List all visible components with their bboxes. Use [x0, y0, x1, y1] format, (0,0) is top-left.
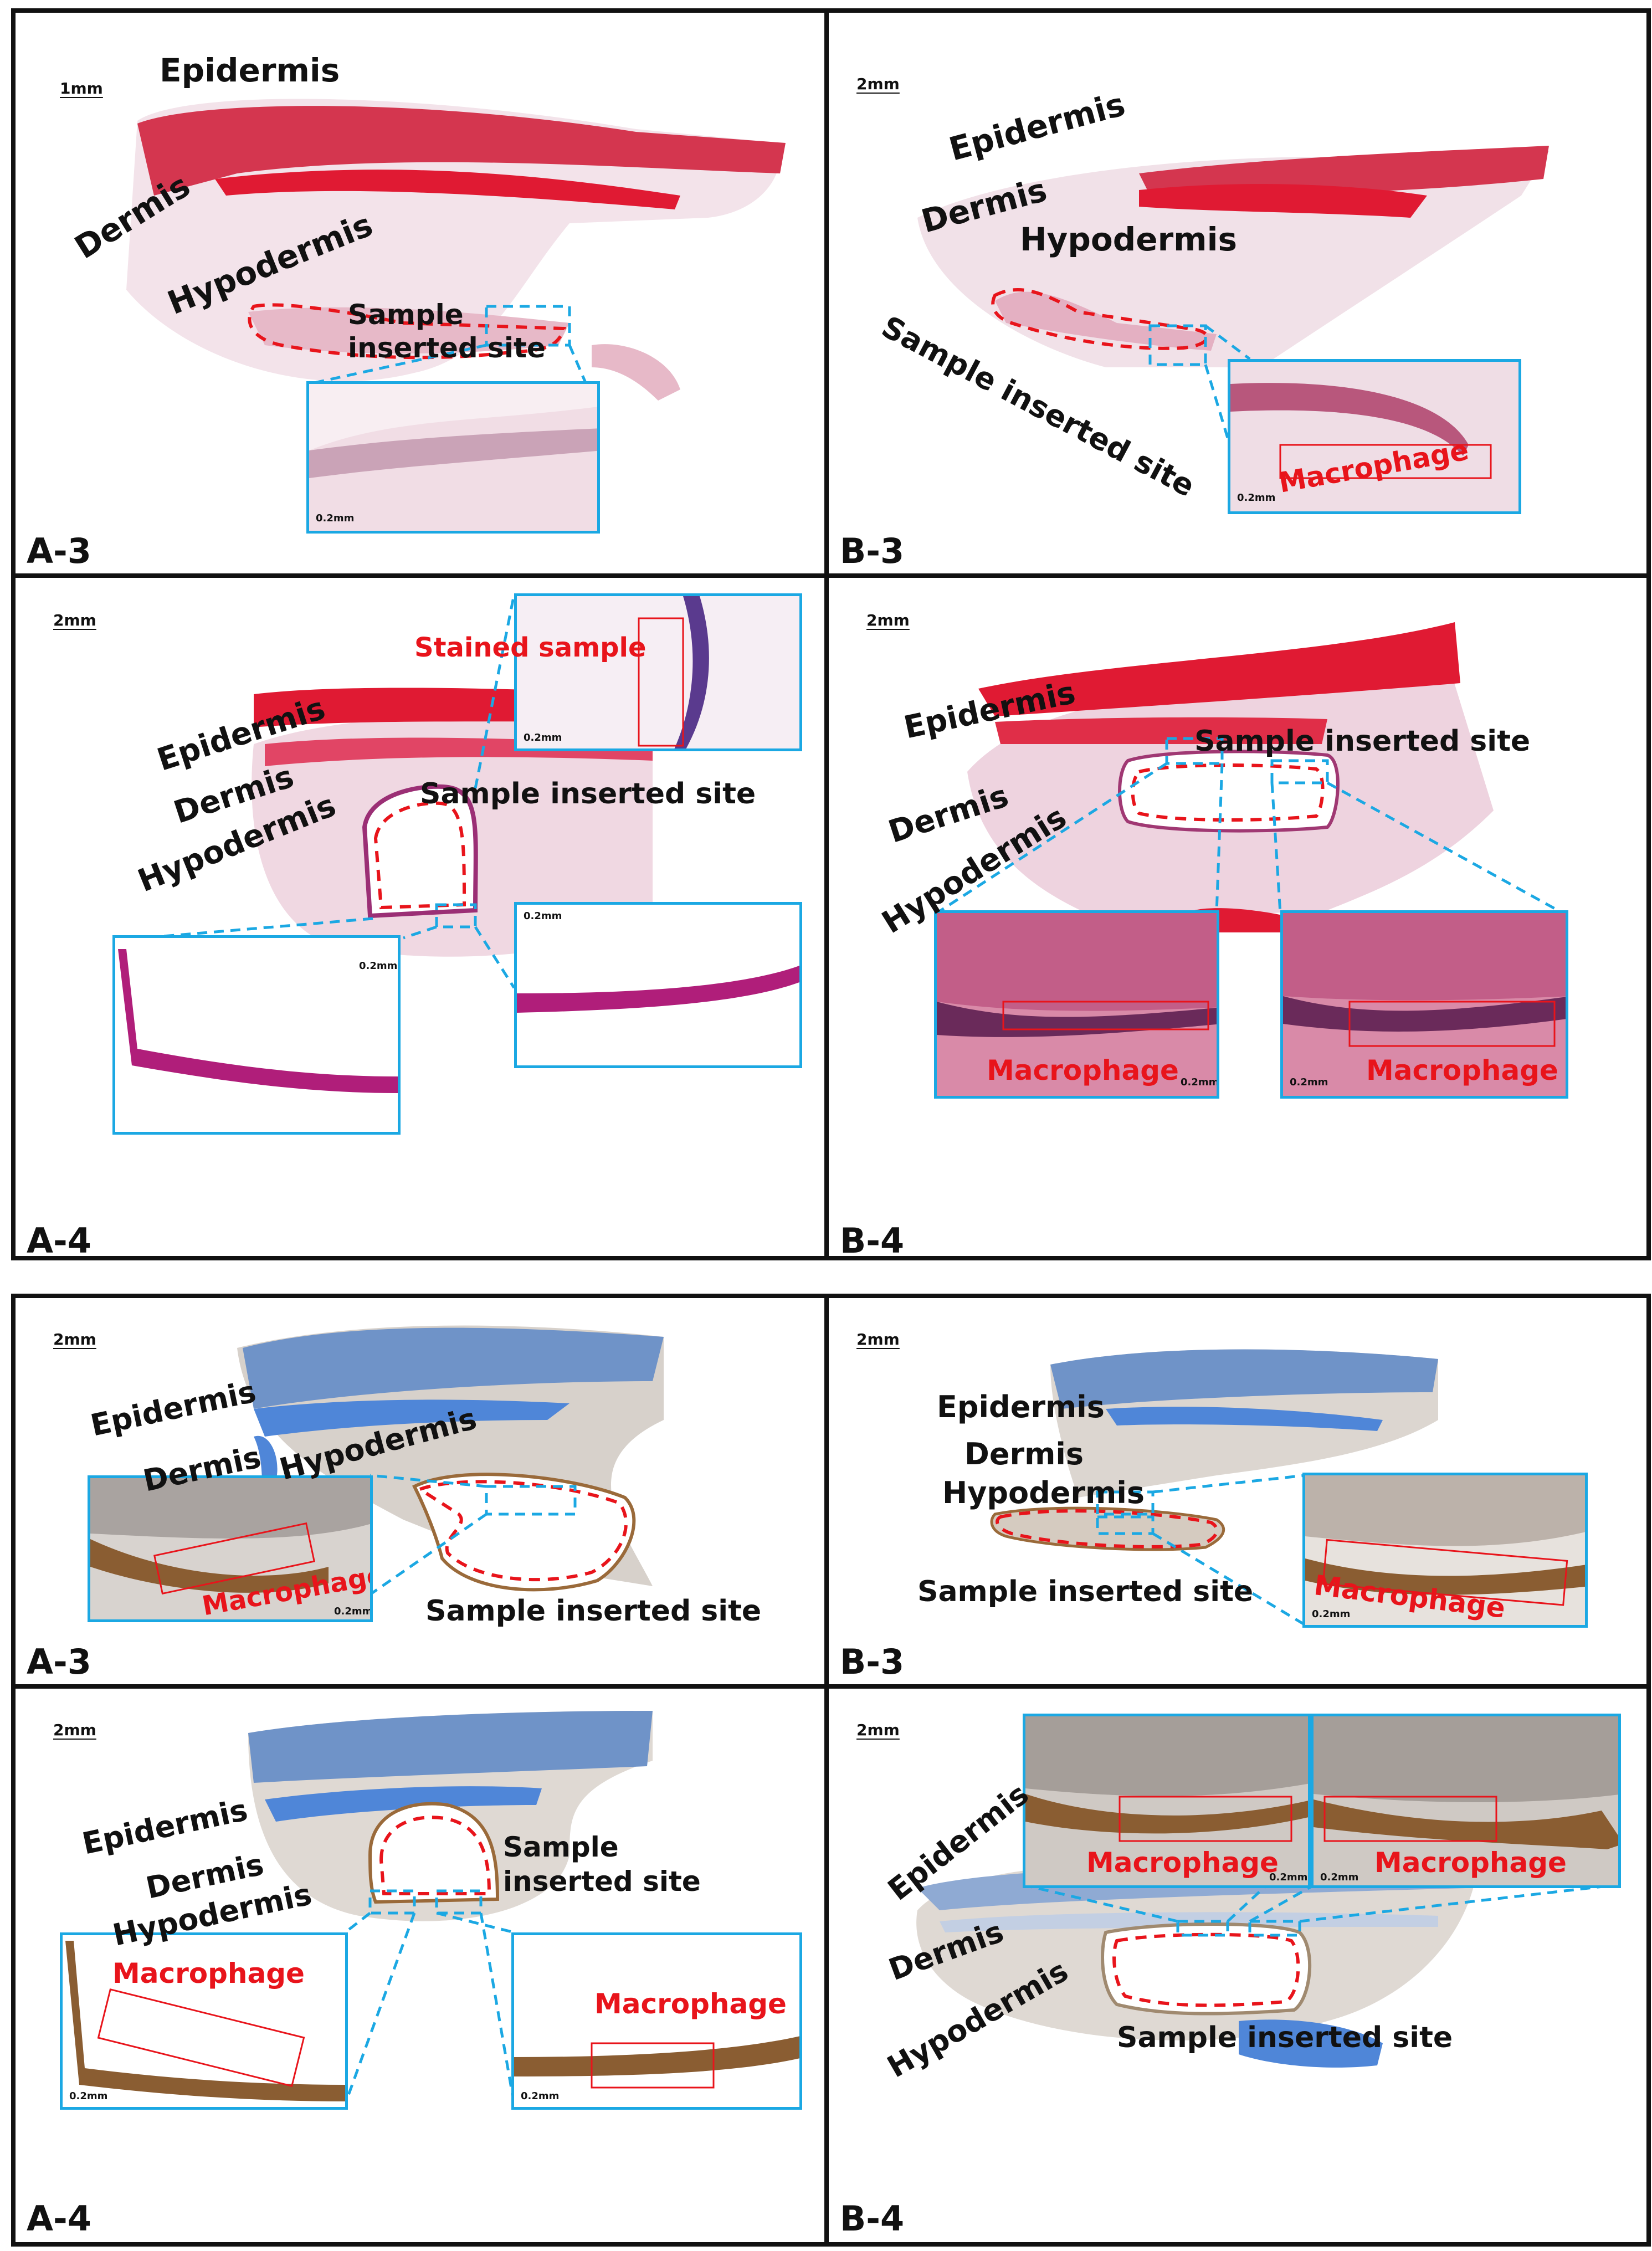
label-sample-site: Sample inserted site [348, 299, 546, 364]
inset-he-b4-right: Macrophage 0.2mm [1280, 910, 1568, 1099]
scale-bar: 2mm [53, 1330, 96, 1348]
divider-ihc-h [11, 1684, 1651, 1689]
inset-ihc-b4-right: Macrophage 0.2mm [1311, 1714, 1621, 1888]
label-sample-site: Sample inserted site [503, 1831, 701, 1898]
scale-inset: 0.2mm [1290, 1076, 1328, 1088]
inset-he-a3: 0.2mm [306, 381, 600, 534]
scale-bar: 2mm [53, 1721, 96, 1739]
tissue-he-a3 [126, 99, 786, 401]
scale-inset: 0.2mm [1320, 1871, 1359, 1883]
panel-label: A-3 [27, 1642, 91, 1682]
label-dermis: Dermis [964, 1437, 1084, 1471]
panel-he-b3: Macrophage 0.2mm 2mm Epidermis Dermis Hy… [829, 13, 1646, 573]
label-sample-site: Sample inserted site [1117, 2021, 1453, 2054]
label-macrophage: Macrophage [1374, 1847, 1567, 1879]
scale-inset: 0.2mm [524, 732, 562, 744]
inset-ihc-a4-right: Macrophage 0.2mm [511, 1932, 802, 2110]
label-macrophage: Macrophage [1366, 1054, 1558, 1086]
scale-bar: 2mm [53, 611, 96, 629]
panel-label: A-4 [27, 2198, 91, 2239]
scale-inset: 0.2mm [521, 2090, 560, 2102]
scale-bar: 2mm [866, 611, 910, 629]
inset-ihc-b4-left: Macrophage 0.2mm [1023, 1714, 1311, 1888]
panel-ihc-b3: Macrophage 0.2mm 2mm Epidermis Dermis Hy… [829, 1298, 1646, 1684]
panel-label: B-4 [840, 1221, 905, 1260]
tissue-ihc-b3 [990, 1349, 1438, 1627]
panel-he-a3: 0.2mm 1mm Epidermis Dermis Hypodermis Sa… [16, 13, 824, 573]
scale-inset: 0.2mm [334, 1606, 373, 1617]
scale-inset: 0.2mm [359, 960, 398, 972]
scale-bar: 2mm [856, 75, 900, 93]
inset-ihc-b3: Macrophage 0.2mm [1302, 1473, 1588, 1628]
inset-ihc-a4-left: Macrophage 0.2mm [60, 1932, 348, 2110]
scale-bar: 1mm [60, 79, 103, 98]
label-epidermis: Epidermis [937, 1389, 1105, 1424]
tissue-he-b3 [917, 146, 1549, 512]
scale-inset: 0.2mm [1312, 1608, 1351, 1620]
scale-inset: 0.2mm [1237, 492, 1276, 504]
scale-bar: 2mm [856, 1330, 900, 1348]
label-macrophage: Macrophage [987, 1054, 1179, 1086]
panel-label: B-3 [840, 531, 905, 571]
scale-inset: 0.2mm [316, 512, 355, 524]
label-sample-site: Sample inserted site [1194, 725, 1531, 758]
label-hypodermis: Hypodermis [1020, 221, 1238, 258]
panel-label: B-4 [840, 2198, 905, 2239]
label-macrophage: Macrophage [1086, 1847, 1279, 1879]
scale-inset: 0.2mm [524, 910, 562, 922]
tissue-he-b4 [936, 622, 1564, 932]
inset-he-a4-right: 0.2mm [514, 902, 802, 1068]
panel-he-a4: 0.2mm Stained sample 0.2mm 0.2mm 2mm Epi… [16, 578, 824, 1260]
tissue-ihc-a4 [248, 1711, 653, 2105]
label-sample-site: Sample inserted site [425, 1594, 762, 1628]
inset-he-b3: Macrophage 0.2mm [1228, 359, 1521, 514]
divider-ihc-v [824, 1294, 829, 2247]
label-stained-sample: Stained sample [414, 632, 647, 663]
scale-inset: 0.2mm [1269, 1871, 1308, 1883]
inset-stained-sample: 0.2mm [514, 593, 802, 751]
panel-ihc-a3: Macrophage 0.2mm 2mm Epidermis Dermis Hy… [16, 1298, 824, 1684]
inset-he-a4-left: 0.2mm [112, 935, 401, 1135]
label-sample-site: Sample inserted site [420, 777, 756, 811]
scale-bar: 2mm [856, 1721, 900, 1739]
label-sample-site: Sample inserted site [917, 1575, 1254, 1608]
label-macrophage: Macrophage [112, 1957, 305, 1990]
panel-label: B-3 [840, 1642, 905, 1682]
divider-he-h [11, 573, 1651, 578]
panel-ihc-a4: Macrophage 0.2mm Macrophage 0.2mm 2mm Ep… [16, 1689, 824, 2243]
panel-label: A-3 [27, 531, 91, 571]
inset-ihc-a3: Macrophage 0.2mm [88, 1475, 373, 1622]
scale-inset: 0.2mm [69, 2090, 108, 2102]
tissue-ihc-a3 [237, 1325, 664, 1596]
panel-he-b4: Macrophage 0.2mm Macrophage 0.2mm 2mm Ep… [829, 578, 1646, 1260]
divider-he-v [824, 8, 829, 1260]
label-hypodermis: Hypodermis [942, 1475, 1145, 1510]
label-macrophage: Macrophage [594, 1988, 787, 2020]
panel-ihc-b4: Macrophage 0.2mm Macrophage 0.2mm 2mm Ep… [829, 1689, 1646, 2243]
panel-label: A-4 [27, 1221, 91, 1260]
scale-inset: 0.2mm [1181, 1076, 1219, 1088]
inset-he-b4-left: Macrophage 0.2mm [934, 910, 1219, 1099]
label-epidermis: Epidermis [160, 52, 340, 89]
